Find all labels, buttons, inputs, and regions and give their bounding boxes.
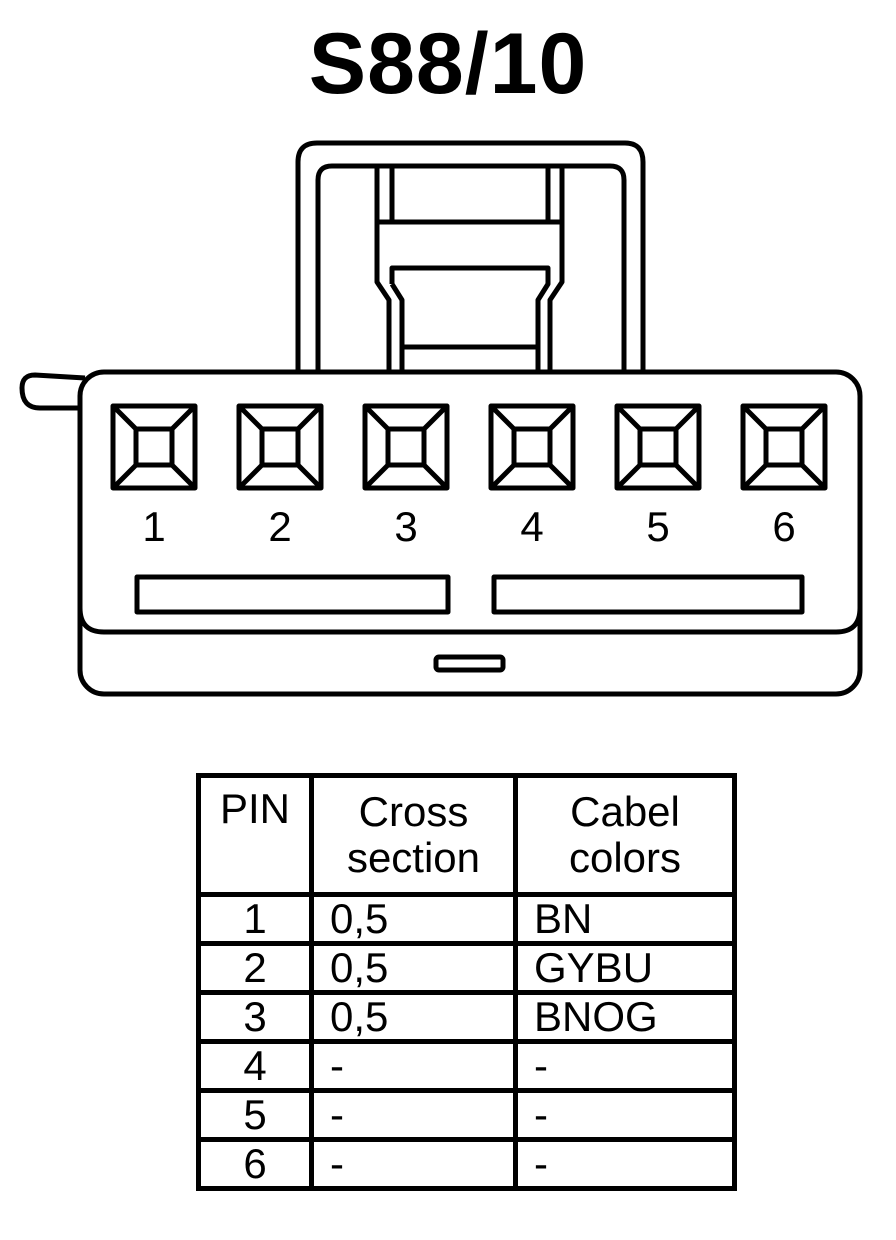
pin-label-5: 5 bbox=[646, 503, 669, 550]
connector-drawing: 1 2 3 4 5 6 bbox=[19, 140, 863, 697]
pin-cavity-2 bbox=[236, 403, 324, 491]
cell-cable-color: BNOG bbox=[513, 990, 737, 1044]
table-row: 6 - - bbox=[196, 1137, 737, 1191]
pin-cavity-5 bbox=[614, 403, 702, 491]
pin-table: PIN Cross section Cabel colors 1 0,5 BN … bbox=[196, 773, 737, 1191]
pin-cavity-3 bbox=[362, 403, 450, 491]
cell-cable-color: BN bbox=[513, 892, 737, 946]
cell-pin: 5 bbox=[196, 1088, 314, 1142]
cell-pin: 1 bbox=[196, 892, 314, 946]
diagram-title: S88/10 bbox=[308, 16, 588, 112]
connector-latch bbox=[295, 140, 646, 372]
cell-cable-color: GYBU bbox=[513, 941, 737, 995]
header-cross-section: Cross section bbox=[309, 773, 518, 897]
pin-label-2: 2 bbox=[268, 503, 291, 550]
pin-cavity-1 bbox=[110, 403, 198, 491]
cell-cross-section: 0,5 bbox=[309, 892, 518, 946]
housing-notch bbox=[433, 654, 506, 673]
cell-cross-section: 0,5 bbox=[309, 990, 518, 1044]
cell-cross-section: - bbox=[309, 1137, 518, 1191]
housing-slot-left bbox=[134, 574, 451, 615]
table-row: 1 0,5 BN bbox=[196, 892, 737, 946]
cell-pin: 6 bbox=[196, 1137, 314, 1191]
pin-cavity-4 bbox=[488, 403, 576, 491]
pin-label-3: 3 bbox=[394, 503, 417, 550]
pin-label-1: 1 bbox=[142, 503, 165, 550]
connector-housing bbox=[77, 369, 863, 697]
pin-cavity-6 bbox=[740, 403, 828, 491]
cell-pin: 3 bbox=[196, 990, 314, 1044]
cell-pin: 2 bbox=[196, 941, 314, 995]
cell-cable-color: - bbox=[513, 1039, 737, 1093]
cell-pin: 4 bbox=[196, 1039, 314, 1093]
cell-cable-color: - bbox=[513, 1137, 737, 1191]
pin-label-4: 4 bbox=[520, 503, 543, 550]
header-pin: PIN bbox=[196, 773, 314, 897]
housing-slot-right bbox=[491, 574, 805, 615]
table-row: 2 0,5 GYBU bbox=[196, 941, 737, 995]
table-header-row: PIN Cross section Cabel colors bbox=[196, 773, 737, 897]
cell-cross-section: - bbox=[309, 1039, 518, 1093]
table-row: 4 - - bbox=[196, 1039, 737, 1093]
cell-cable-color: - bbox=[513, 1088, 737, 1142]
pin-label-6: 6 bbox=[772, 503, 795, 550]
connector-side-tab bbox=[19, 372, 86, 411]
table-row: 3 0,5 BNOG bbox=[196, 990, 737, 1044]
table-row: 5 - - bbox=[196, 1088, 737, 1142]
cell-cross-section: - bbox=[309, 1088, 518, 1142]
header-cable-colors: Cabel colors bbox=[513, 773, 737, 897]
cell-cross-section: 0,5 bbox=[309, 941, 518, 995]
